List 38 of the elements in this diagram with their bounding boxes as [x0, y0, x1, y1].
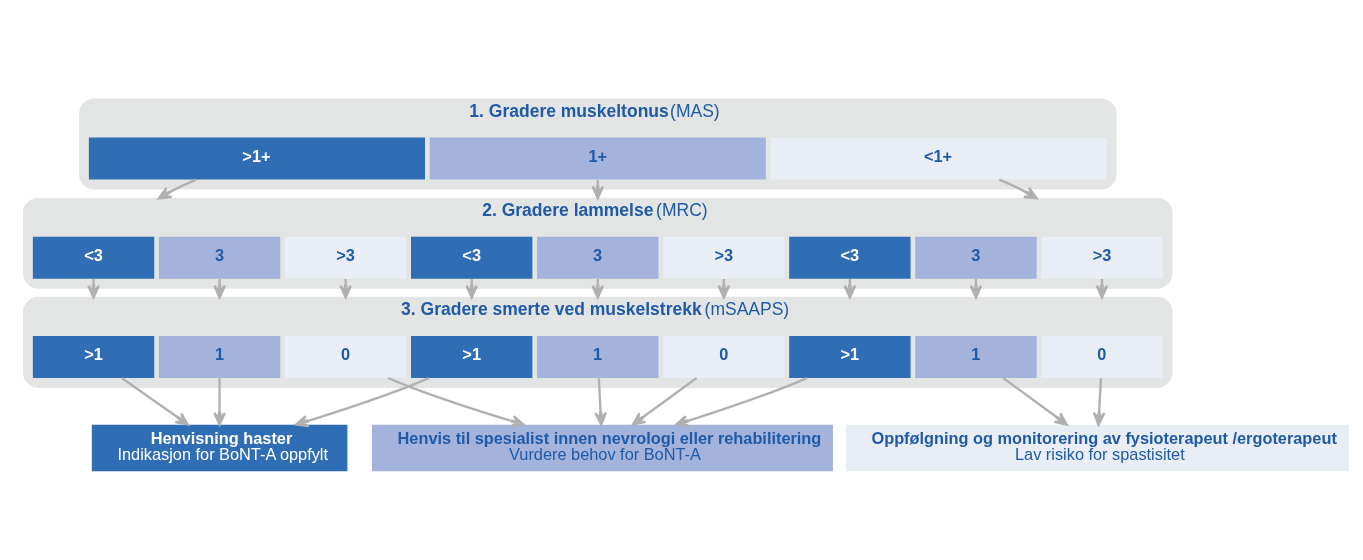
node-box: >1+ [88, 137, 425, 180]
node-box: 3 [915, 236, 1037, 279]
node-box: 0 [284, 335, 407, 378]
arrow [339, 278, 353, 299]
node-box: >3 [1041, 236, 1163, 279]
node-box: 0 [663, 335, 785, 378]
node-box: 1 [537, 335, 659, 378]
node-box: Henvis til spesialist innen nevrologi eller rehabilitering Vurdere behov for BoNT-A [371, 424, 833, 471]
arrow [213, 377, 226, 426]
arrow [121, 376, 189, 426]
node-box: Henvisning haster Indikasjon for BoNT-A oppfylt [91, 424, 348, 471]
arrow [631, 376, 698, 426]
node-box: <3 [789, 236, 911, 279]
node-box: 1+ [429, 137, 766, 180]
node-box: 1 [915, 335, 1037, 378]
node-box: 1 [158, 335, 281, 378]
arrow [674, 376, 808, 427]
arrow [87, 278, 100, 299]
arrow [1092, 377, 1106, 426]
arrow [213, 278, 226, 299]
arrow [594, 377, 608, 426]
arrow [387, 376, 525, 427]
arrow [1002, 376, 1068, 426]
node-box: >1 [411, 335, 533, 378]
node-box: >1 [32, 335, 155, 378]
arrow [294, 376, 430, 427]
arrow [157, 178, 197, 199]
node-box: Oppfølgning og monitorering av fysioterapeut /ergoterapeut Lav risiko for spastisitet [845, 424, 1349, 471]
arrow [998, 178, 1038, 199]
node-box: <3 [411, 236, 533, 279]
node-box: >3 [284, 236, 407, 279]
node-box: <1+ [770, 137, 1107, 180]
node-box: >3 [663, 236, 785, 279]
node-box: >1 [789, 335, 911, 378]
node-box: 3 [158, 236, 281, 279]
node-box: <3 [32, 236, 155, 279]
node-box: 0 [1041, 335, 1163, 378]
node-box: 3 [537, 236, 659, 279]
